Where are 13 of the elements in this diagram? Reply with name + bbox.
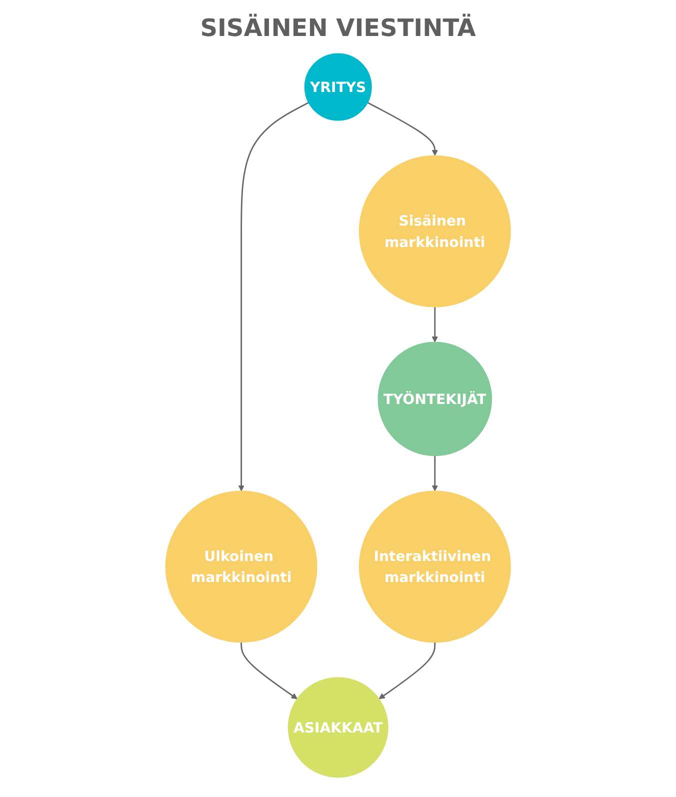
arrow [432, 456, 438, 492]
node-circle: Interaktiivinen markkinointi [358, 490, 511, 643]
node-circle: YRITYS [304, 53, 372, 121]
node-circle: ASIAKKAAT [288, 677, 388, 778]
node-circle: Ulkoinen markkinointi [165, 490, 318, 643]
node-circle: TYÖNTEKIJÄT [378, 342, 492, 456]
arrow [240, 642, 298, 700]
arrow [238, 102, 309, 492]
arrow [432, 306, 438, 342]
arrow [378, 642, 436, 700]
node-circle: Sisäinen markkinointi [358, 155, 511, 308]
diagram-title: SISÄINEN VIESTINTÄ [199, 14, 477, 42]
arrow [367, 102, 438, 156]
